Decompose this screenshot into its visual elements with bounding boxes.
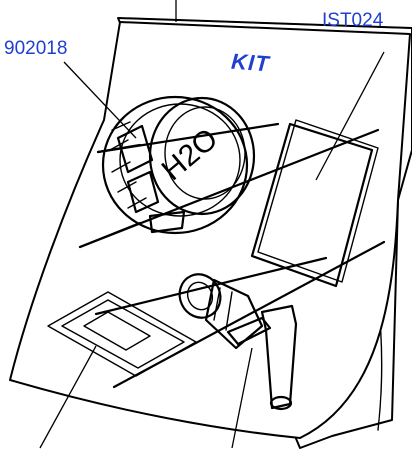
- spout-outlet-end: [269, 395, 293, 411]
- callout-902018: 902018: [4, 38, 67, 59]
- spout-thread: [178, 273, 222, 319]
- callout-leader-bottom-right: [231, 347, 253, 449]
- card-stripe: [94, 256, 328, 316]
- brand-label: KIT: [230, 49, 271, 77]
- callout-leader-bottom-left: [39, 345, 97, 449]
- cap-ring-outer: [101, 95, 249, 235]
- spout-collar: [213, 287, 233, 331]
- callout-ist024: IST024: [322, 10, 384, 31]
- instruction-sheet-front: [250, 122, 374, 288]
- card-stripe-over-cap: [78, 221, 142, 249]
- cap-tab: [148, 210, 186, 234]
- cap-face-inner: [164, 106, 246, 200]
- callout-leader-902018: [63, 61, 137, 139]
- spout-body: [204, 278, 264, 350]
- cap-tab: [116, 124, 154, 174]
- instruction-sheet-back: [257, 119, 379, 283]
- spout-lever: [226, 316, 272, 346]
- card-stripe-over-cap: [96, 143, 142, 154]
- label-sticker: [47, 291, 197, 377]
- back-panel-top-edge: [119, 17, 411, 29]
- cap-tab: [126, 170, 160, 214]
- front-card: [9, 21, 411, 439]
- callout-leader-ist024: [315, 51, 385, 181]
- tap-spout: [178, 273, 298, 411]
